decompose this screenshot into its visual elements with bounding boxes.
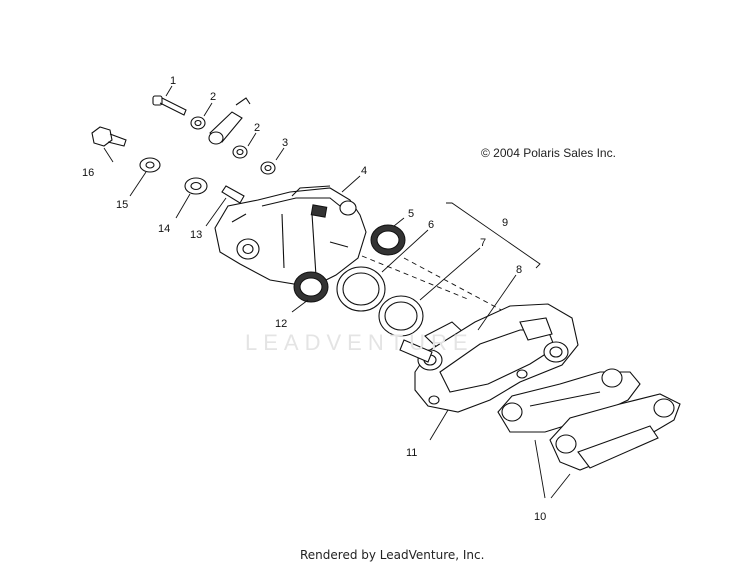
callout-13: 13 (190, 229, 202, 241)
callout-6: 6 (428, 219, 434, 231)
watermark: LEADVENTURE (245, 330, 474, 355)
part-2-washer-bottom (232, 145, 248, 159)
part-1-bolt (152, 95, 187, 116)
callout-8: 8 (516, 264, 522, 276)
part-7-ring (378, 295, 424, 337)
callout-12: 12 (275, 318, 287, 330)
callout-10: 10 (534, 511, 546, 523)
part-6-ring (336, 266, 386, 312)
part-2-washer-top (190, 116, 206, 130)
callout-5: 5 (408, 208, 414, 220)
part-13-bleeder (221, 185, 245, 204)
callout-16: 16 (82, 167, 94, 179)
part-10-brake-pad-front (549, 393, 681, 471)
callout-14: 14 (158, 223, 170, 235)
copyright-text: © 2004 Polaris Sales Inc. (481, 146, 616, 160)
callout-1: 1 (170, 75, 176, 87)
part-4-caliper-body (214, 185, 367, 288)
banjo-fitting (208, 97, 251, 145)
part-12-seal-ring (293, 271, 329, 303)
footer-credit: Rendered by LeadVenture, Inc. (300, 548, 485, 562)
callout-9: 9 (502, 217, 508, 229)
part-16-bolt (91, 126, 127, 147)
part-11-bracket (399, 303, 579, 413)
callout-2-bottom: 2 (254, 122, 260, 134)
callout-4: 4 (361, 165, 367, 177)
part-14-washer (184, 177, 208, 195)
part-5-seal-ring (370, 224, 406, 256)
callout-15: 15 (116, 199, 128, 211)
part-3-bushing (260, 161, 276, 175)
callout-3: 3 (282, 137, 288, 149)
part-15-washer (139, 157, 161, 173)
callout-11: 11 (406, 447, 417, 459)
part-10-brake-pad-rear (497, 368, 641, 433)
callout-7: 7 (480, 237, 486, 249)
callout-2-top: 2 (210, 91, 216, 103)
